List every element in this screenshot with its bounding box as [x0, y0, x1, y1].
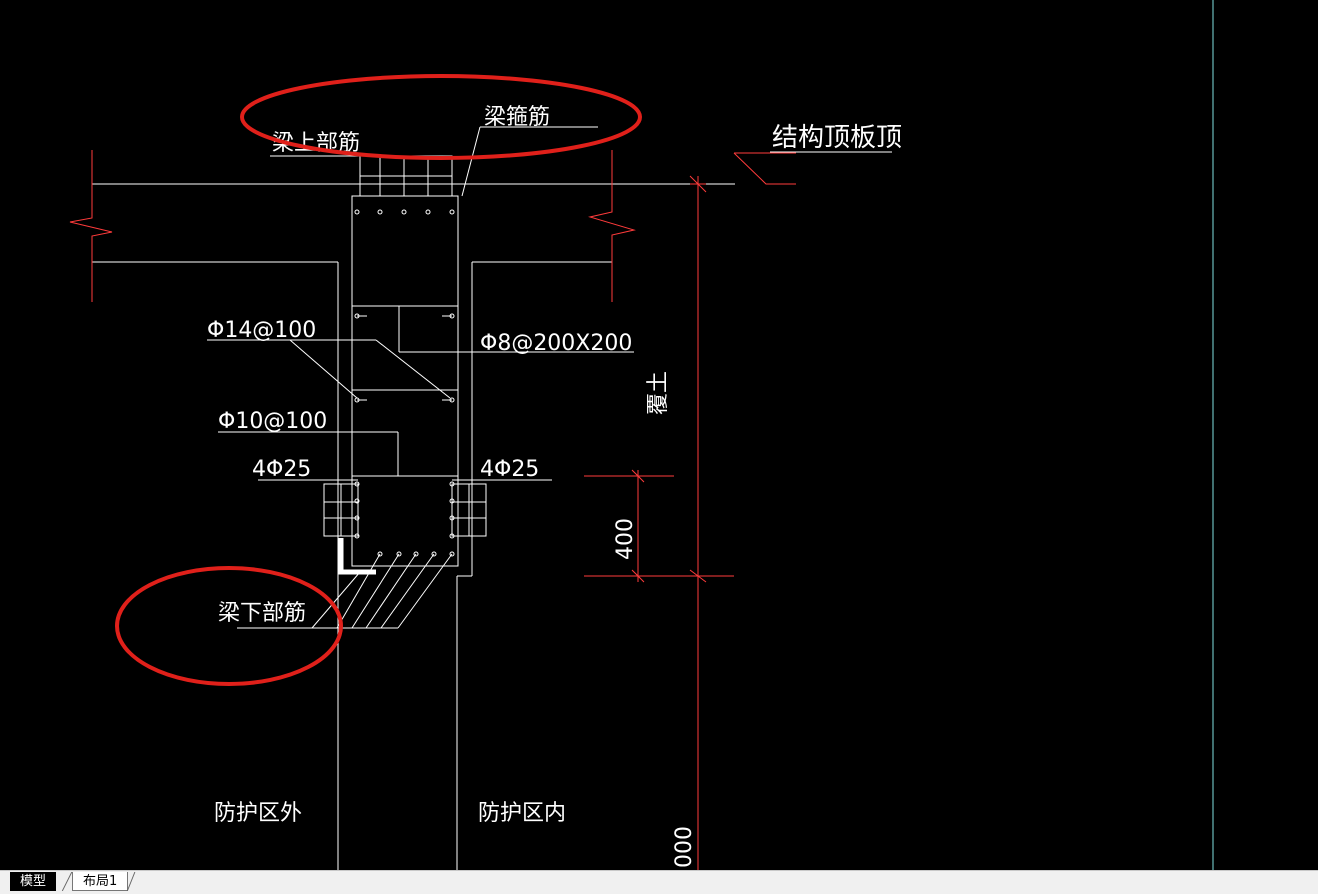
label-inside-zone: 防护区内	[478, 801, 566, 826]
corner-angle	[338, 538, 376, 575]
layout-tab-bar: 模型 布局1	[0, 870, 1318, 894]
side-rebar-ladders	[323, 483, 487, 537]
slab-lines	[92, 183, 735, 870]
label-rebar-phi14: Φ14@100	[207, 318, 316, 343]
beam-stirrup-cage	[351, 195, 459, 567]
tab-separator	[61, 872, 73, 891]
highlight-ellipse-top	[240, 74, 642, 160]
label-dim-400: 400	[613, 518, 638, 560]
label-dim-vertical: 覆土	[646, 371, 671, 415]
highlight-marks	[115, 74, 642, 686]
side-rebar-dots	[354, 313, 455, 539]
label-rebar-phi10: Φ10@100	[218, 409, 327, 434]
cad-drawing: 梁上部筋 梁箍筋 结构顶板顶 Φ14@100 Φ8@200X200 Φ10@10…	[69, 0, 1214, 870]
label-beam-stirrup: 梁箍筋	[484, 105, 550, 130]
tab-model[interactable]: 模型	[10, 872, 57, 891]
label-structure-top-slab: 结构顶板顶	[772, 123, 902, 153]
label-rebar-left: 4Φ25	[252, 457, 311, 482]
break-lines	[69, 150, 636, 302]
label-beam-bottom-rebar: 梁下部筋	[218, 601, 306, 626]
top-rebar-dots	[354, 209, 455, 215]
tab-separator-end	[126, 872, 136, 891]
bottom-rebar	[237, 551, 455, 629]
top-rebar-hooks	[359, 155, 453, 197]
label-dim-bottom-partial: 000	[672, 826, 697, 868]
highlight-ellipse-bottom	[115, 566, 343, 686]
label-rebar-right: 4Φ25	[480, 457, 539, 482]
dimension-lines	[584, 152, 796, 870]
label-rebar-phi8: Φ8@200X200	[480, 331, 632, 356]
label-outside-zone: 防护区外	[214, 801, 302, 826]
tab-layout1[interactable]: 布局1	[72, 872, 129, 891]
drawing-canvas[interactable]: 梁上部筋 梁箍筋 结构顶板顶 Φ14@100 Φ8@200X200 Φ10@10…	[0, 0, 1318, 870]
